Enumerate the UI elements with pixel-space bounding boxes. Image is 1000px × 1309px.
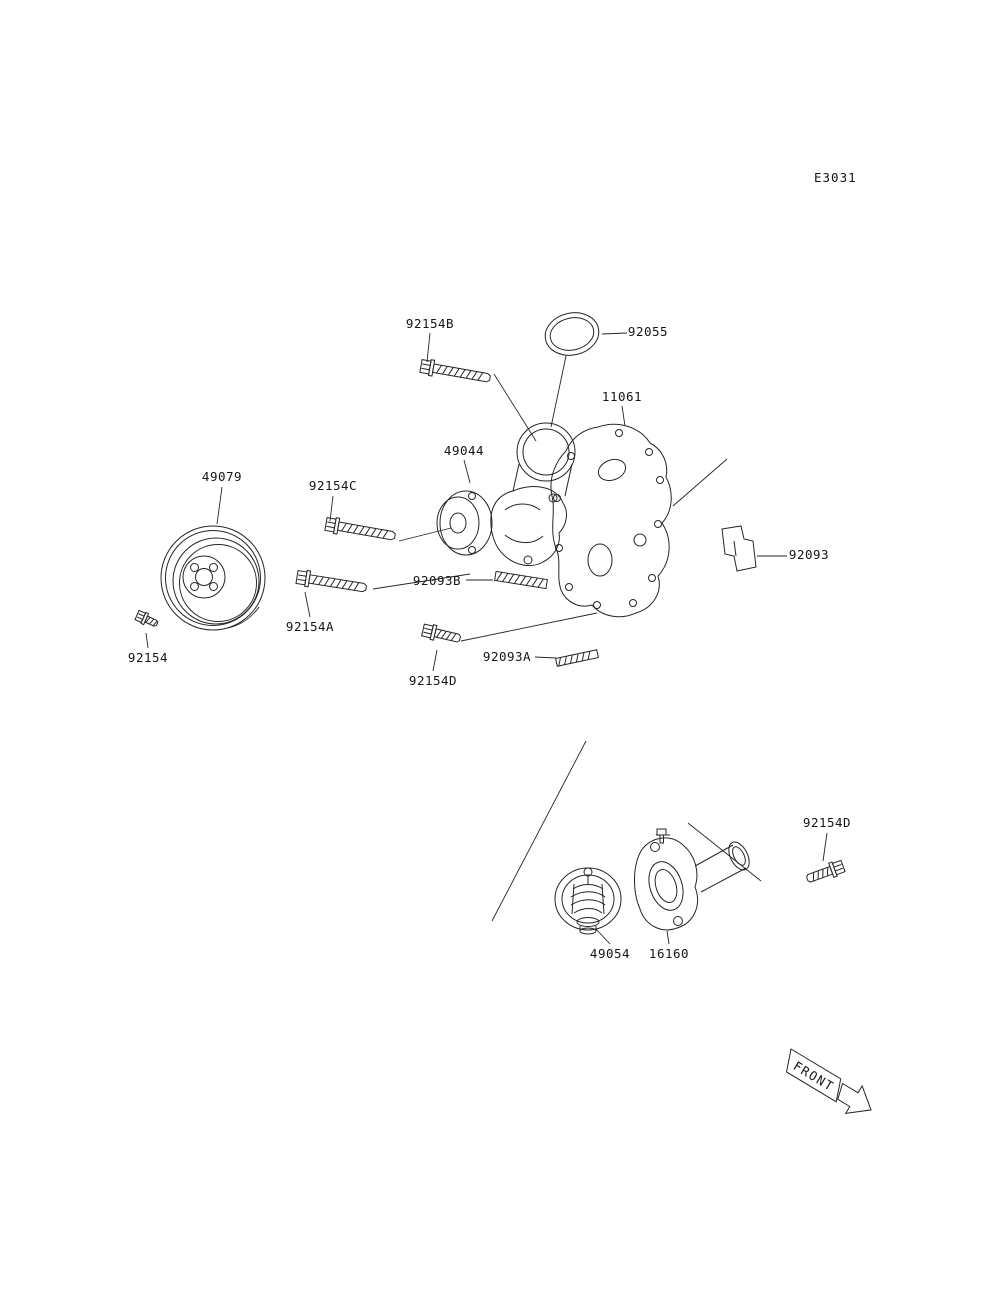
bolt-92154D-2: [804, 858, 847, 887]
diagram-code: E3031: [814, 170, 857, 185]
part-label-49079: 49079: [201, 469, 243, 484]
part-label-92154D: 92154D: [408, 673, 458, 688]
front-direction-marker: FRONT: [785, 1048, 872, 1114]
part-label-92154A: 92154A: [285, 619, 335, 634]
thermostat-49054: [554, 867, 622, 935]
water-pump-49044: [436, 422, 576, 567]
leader-lines: [145, 332, 828, 945]
part-label-92093: 92093: [788, 547, 830, 562]
bracket-92093: [721, 525, 757, 572]
part-label-92093A: 92093A: [482, 649, 532, 664]
thermostat-housing-16160: [634, 828, 750, 931]
part-label-92154: 92154: [127, 650, 169, 665]
gasket-11061: [550, 423, 672, 618]
part-label-92154D-2: 92154D: [802, 815, 852, 830]
part-label-92154B: 92154B: [405, 316, 455, 331]
part-label-92154C: 92154C: [308, 478, 358, 493]
pin-92093B: [494, 570, 548, 590]
part-label-92093B: 92093B: [412, 573, 462, 588]
part-label-92055: 92055: [627, 324, 669, 339]
bolt-92154C: [324, 515, 397, 545]
part-label-49054: 49054: [589, 946, 631, 961]
pulley-49079: [160, 525, 266, 631]
o-ring-92055: [544, 312, 600, 356]
assembly-axis-lines: [372, 373, 762, 922]
bolt-92154D: [420, 622, 463, 647]
part-label-49044: 49044: [443, 443, 485, 458]
part-label-16160: 16160: [648, 946, 690, 961]
bolt-92154A: [295, 568, 368, 597]
bolt-92154B: [419, 357, 492, 387]
front-arrow-icon: [837, 1082, 872, 1114]
pin-92093A: [555, 649, 599, 667]
bolt-92154: [134, 609, 161, 630]
part-label-11061: 11061: [601, 389, 643, 404]
